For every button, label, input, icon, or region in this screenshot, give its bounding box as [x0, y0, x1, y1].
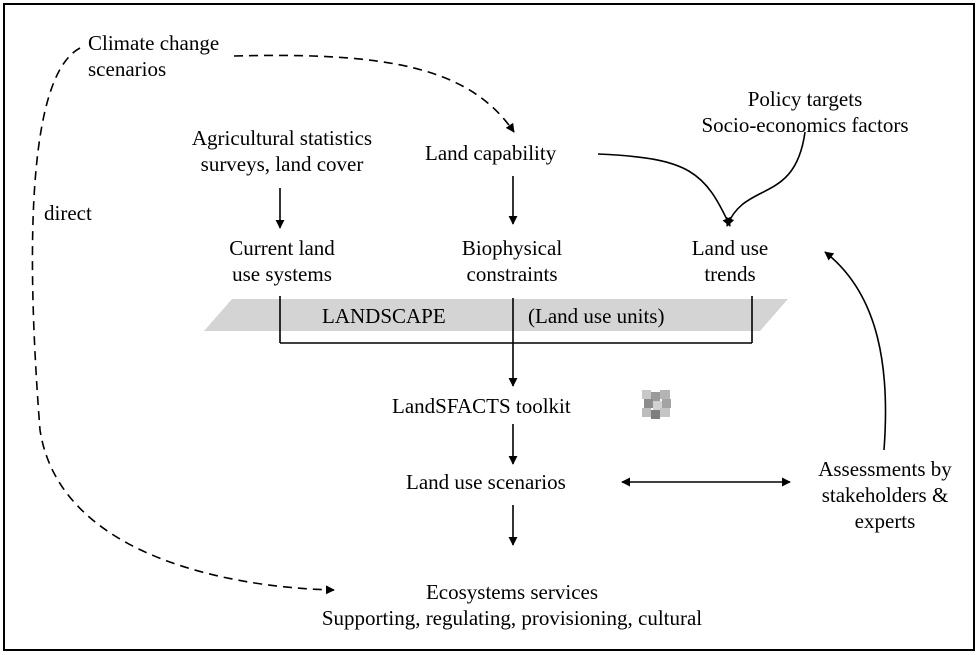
assessments-line2: stakeholders & — [821, 483, 949, 507]
landscape-band — [204, 299, 788, 331]
ecosystems-line2: Supporting, regulating, provisioning, cu… — [321, 606, 703, 630]
landscape-label: LANDSCAPE — [322, 303, 446, 329]
biophysical-line2: constraints — [466, 262, 558, 286]
policy-line2: Socio-economics factors — [701, 113, 909, 137]
agri-line1: Agricultural statistics — [191, 126, 373, 150]
node-ecosystems-services: Ecosystems services Supporting, regulati… — [322, 579, 702, 631]
arrow-policy-to-trends — [725, 131, 806, 227]
current-line1: Current land — [229, 236, 335, 260]
current-line2: use systems — [232, 262, 332, 286]
node-current-land-use: Current land use systems — [229, 235, 335, 287]
direct-text: direct — [44, 201, 92, 225]
assessments-line1: Assessments by — [818, 457, 952, 481]
assessments-line3: experts — [854, 509, 916, 533]
node-land-use-trends: Land use trends — [692, 235, 768, 287]
node-policy-targets: Policy targets Socio-economics factors — [701, 86, 908, 138]
dashed-arrow-climate-to-ecosystems — [31, 47, 335, 595]
convergence-bracket — [279, 296, 753, 344]
toolkit-text: LandSFACTS toolkit — [392, 394, 571, 418]
land-use-units-label: (Land use units) — [528, 303, 664, 329]
biophysical-line1: Biophysical — [461, 236, 563, 260]
climate-line1: Climate change — [88, 31, 220, 55]
dashed-arrow-climate-to-capability — [233, 54, 515, 133]
node-landsfacts-toolkit: LandSFACTS toolkit — [392, 393, 571, 419]
puzzle-logo-icon — [642, 390, 671, 419]
diagram-frame — [3, 3, 975, 651]
node-land-use-scenarios: Land use scenarios — [406, 469, 566, 495]
capability-text: Land capability — [425, 141, 557, 165]
node-climate-scenarios: Climate change scenarios — [88, 30, 219, 82]
node-assessments: Assessments by stakeholders & experts — [818, 456, 952, 534]
node-agricultural-statistics: Agricultural statistics surveys, land co… — [192, 125, 372, 177]
climate-line2: scenarios — [88, 57, 167, 81]
landscape-right-text: (Land use units) — [528, 304, 665, 328]
policy-line1: Policy targets — [747, 87, 863, 111]
edge-label-direct: direct — [44, 200, 92, 226]
agri-line2: surveys, land cover — [200, 152, 364, 176]
trends-line1: Land use — [691, 236, 769, 260]
node-land-capability: Land capability — [425, 140, 556, 166]
scenarios-text: Land use scenarios — [406, 470, 566, 494]
node-biophysical-constraints: Biophysical constraints — [462, 235, 562, 287]
ecosystems-line1: Ecosystems services — [425, 580, 599, 604]
arrow-capability-to-trends — [597, 153, 731, 227]
trends-line2: trends — [704, 262, 756, 286]
landscape-left-text: LANDSCAPE — [322, 304, 446, 328]
arrow-assessments-to-trends — [824, 251, 887, 451]
